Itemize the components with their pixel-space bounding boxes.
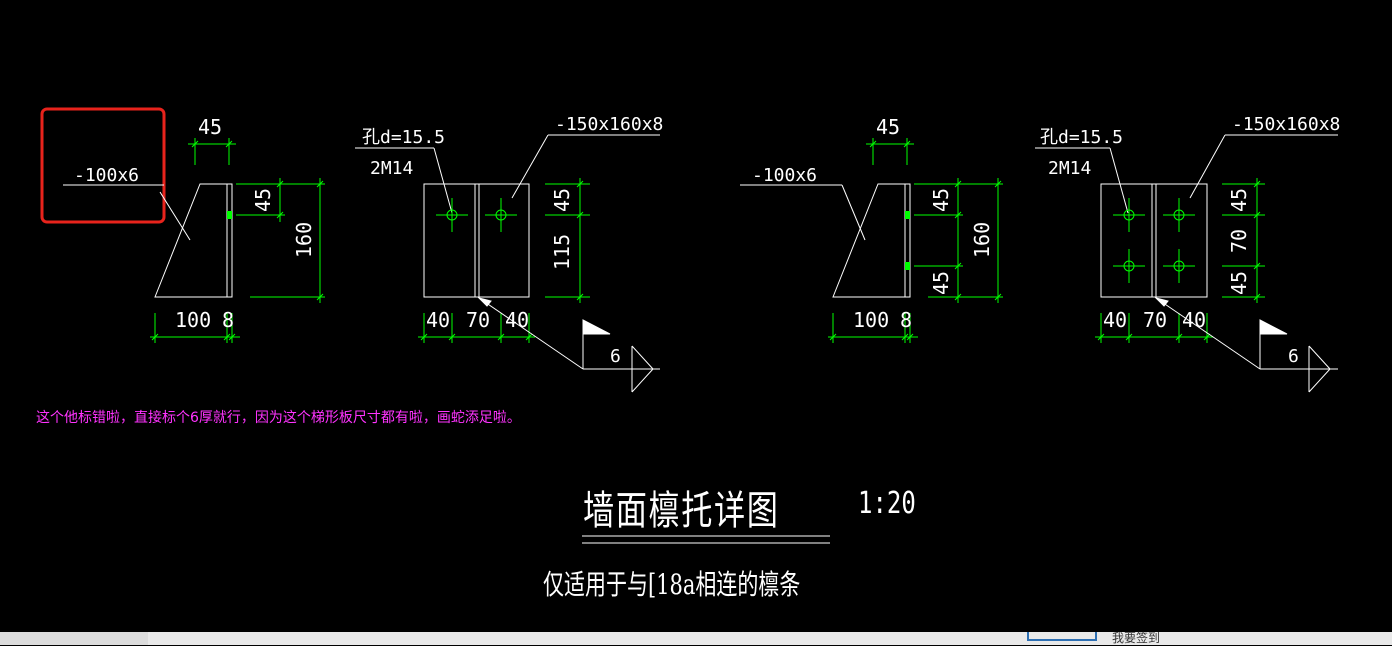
mr-top-dim: 45: [876, 115, 900, 139]
mr-right-dim-a: 45: [929, 188, 953, 212]
ml-right-dim-b: 115: [550, 234, 574, 270]
ml-bottom-dim-a: 40: [426, 308, 450, 332]
middle-right-detail: -100x6 45 45 45 160: [740, 115, 1003, 343]
ml-right-dim-a: 45: [550, 188, 574, 212]
middle-left-detail: 孔d=15.5 2M14 -150x160x8 45 115: [355, 114, 663, 393]
checkin-icon[interactable]: [1027, 632, 1097, 641]
highlight-box: [40, 107, 166, 224]
mr-plate-label: -100x6: [752, 165, 817, 186]
drawing-title: 墙面檩托详图: [583, 488, 780, 534]
r-plate-label: -150x160x8: [1232, 114, 1340, 135]
left-detail: -100x6 45 45 160: [40, 107, 325, 343]
ml-bottom-dim-c: 40: [505, 308, 529, 332]
r-bottom-dim-a: 40: [1103, 308, 1127, 332]
bottom-bar: 我要签到: [0, 631, 1392, 645]
mr-bottom-dim-a: 100: [853, 308, 889, 332]
r-right-dim-a: 45: [1227, 188, 1251, 212]
left-bottom-dim-b: 8: [222, 308, 234, 332]
review-annotation: 这个他标错啦，直接标个6厚就行，因为这个梯形板尺寸都有啦，画蛇添足啦。: [36, 410, 521, 426]
ml-weld-size: 6: [610, 346, 621, 367]
drawing-subtitle: 仅适用于与[18a相连的檩条: [543, 568, 801, 601]
ml-bolt-label: 2M14: [370, 158, 413, 179]
left-plate-label: -100x6: [74, 165, 139, 186]
mr-right-dim-b: 45: [929, 271, 953, 295]
drawing-scale: 1:20: [858, 486, 916, 521]
r-weld-size: 6: [1288, 346, 1299, 367]
r-bottom-dim-c: 40: [1182, 308, 1206, 332]
r-bolt-label: 2M14: [1048, 158, 1091, 179]
ml-plate-label: -150x160x8: [555, 114, 663, 135]
r-right-dim-b: 70: [1227, 229, 1251, 253]
ml-hole-label: 孔d=15.5: [362, 127, 445, 148]
ml-bottom-dim-b: 70: [466, 308, 490, 332]
bottom-bar-segment: [0, 632, 148, 645]
left-bottom-dim-a: 100: [175, 308, 211, 332]
left-right-total-dim: 160: [292, 222, 316, 258]
checkin-label[interactable]: 我要签到: [1112, 631, 1161, 645]
r-right-dim-c: 45: [1227, 271, 1251, 295]
r-bottom-dim-b: 70: [1143, 308, 1167, 332]
r-hole-label: 孔d=15.5: [1040, 127, 1123, 148]
mr-bottom-dim-b: 8: [900, 308, 912, 332]
left-right-top-dim: 45: [251, 188, 275, 212]
left-top-dim: 45: [198, 115, 222, 139]
mr-right-total-dim: 160: [970, 222, 994, 258]
right-detail: 孔d=15.5 2M14 -150x160x8: [1035, 114, 1340, 393]
